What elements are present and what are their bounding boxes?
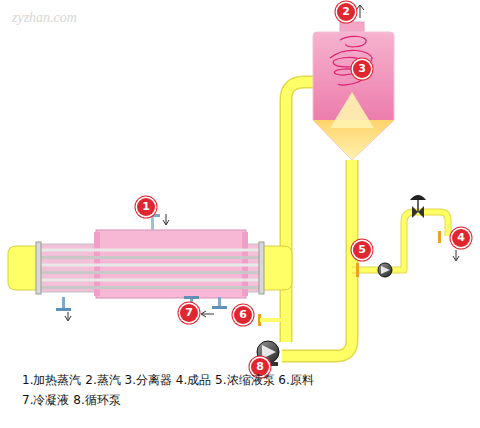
heat-tube <box>41 286 259 289</box>
heat-tube <box>41 264 259 267</box>
heat-tube <box>41 271 259 274</box>
callout-number: 2 <box>337 3 355 21</box>
callout-number: 5 <box>353 241 371 259</box>
heat-tube <box>41 279 259 282</box>
callout-number: 1 <box>137 198 155 216</box>
watermark: zyzhan.com <box>12 10 77 26</box>
callout-number: 6 <box>234 306 252 324</box>
heat-tube <box>41 249 259 252</box>
callout-number: 3 <box>353 60 371 78</box>
callout-number: 4 <box>452 229 470 247</box>
heat-tube <box>41 256 259 259</box>
legend-text: 7.冷凝液 8.循环泵 <box>22 392 121 408</box>
legend-text: 1.加热蒸汽 2.蒸汽 3.分离器 4.成品 5.浓缩液泵 6.原料 <box>22 372 314 388</box>
callout-number: 7 <box>180 304 198 322</box>
